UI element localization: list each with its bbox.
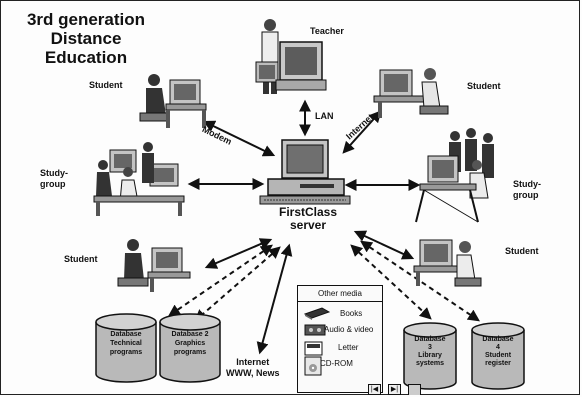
skip-back-icon[interactable]: |◀ bbox=[368, 384, 381, 395]
teacher-figure bbox=[255, 19, 327, 94]
student-mid-right-figure bbox=[413, 239, 482, 287]
media-item-label-cdrom: CD-ROM bbox=[320, 359, 353, 368]
student-mid-left-label: Student bbox=[64, 254, 98, 264]
other-media-panel: Other media Books Audio & video Letter C… bbox=[297, 285, 383, 393]
media-item-label-letter: Letter bbox=[338, 343, 359, 352]
videotape-icon bbox=[304, 324, 326, 336]
studygroup-right-label: Study- group bbox=[513, 179, 541, 200]
book-icon bbox=[304, 307, 330, 320]
server-label-line-2: server bbox=[289, 218, 327, 232]
title-line-3: Education bbox=[44, 48, 128, 67]
media-item-label-audio-video: Audio & video bbox=[324, 325, 374, 334]
studygroup-right-figure bbox=[415, 128, 494, 223]
nav-extra-button[interactable] bbox=[408, 384, 421, 395]
database-2-shape bbox=[159, 313, 221, 383]
other-media-title: Other media bbox=[317, 289, 363, 298]
lan-label: LAN bbox=[315, 111, 334, 121]
letter-icon bbox=[304, 341, 323, 356]
student-mid-left-figure bbox=[117, 239, 191, 292]
database-4-label: Database 4 Student register bbox=[482, 336, 514, 367]
student-top-right-figure bbox=[373, 68, 449, 118]
database-3-label: Database 3 Library systems bbox=[414, 336, 446, 367]
other-media-divider bbox=[298, 301, 382, 302]
studygroup-left-figure bbox=[93, 142, 185, 216]
student-top-right-label: Student bbox=[467, 81, 501, 91]
server-label-line-1: FirstClass bbox=[278, 205, 338, 219]
media-item-label-books: Books bbox=[340, 309, 363, 318]
cdrom-icon bbox=[304, 356, 322, 376]
title-line-2: Distance bbox=[50, 29, 122, 48]
database-2-label: Database 2 Graphics programs bbox=[171, 331, 209, 356]
studygroup-left-label: Study- group bbox=[40, 168, 68, 189]
database-4-shape bbox=[471, 322, 525, 390]
internet-bottom-label: Internet WWW, News bbox=[226, 357, 280, 378]
student-top-left-figure bbox=[139, 74, 207, 128]
student-mid-right-label: Student bbox=[505, 246, 539, 256]
dashed-arrows bbox=[168, 240, 480, 322]
database-1-shape bbox=[95, 313, 157, 383]
database-3-shape bbox=[403, 322, 457, 390]
title-line-1: 3rd generation bbox=[26, 10, 146, 29]
teacher-label: Teacher bbox=[310, 26, 344, 36]
server-computer bbox=[259, 139, 351, 205]
skip-forward-icon[interactable]: ▶| bbox=[388, 384, 401, 395]
database-1-label: Database Technical programs bbox=[109, 331, 143, 356]
student-top-left-label: Student bbox=[89, 80, 123, 90]
